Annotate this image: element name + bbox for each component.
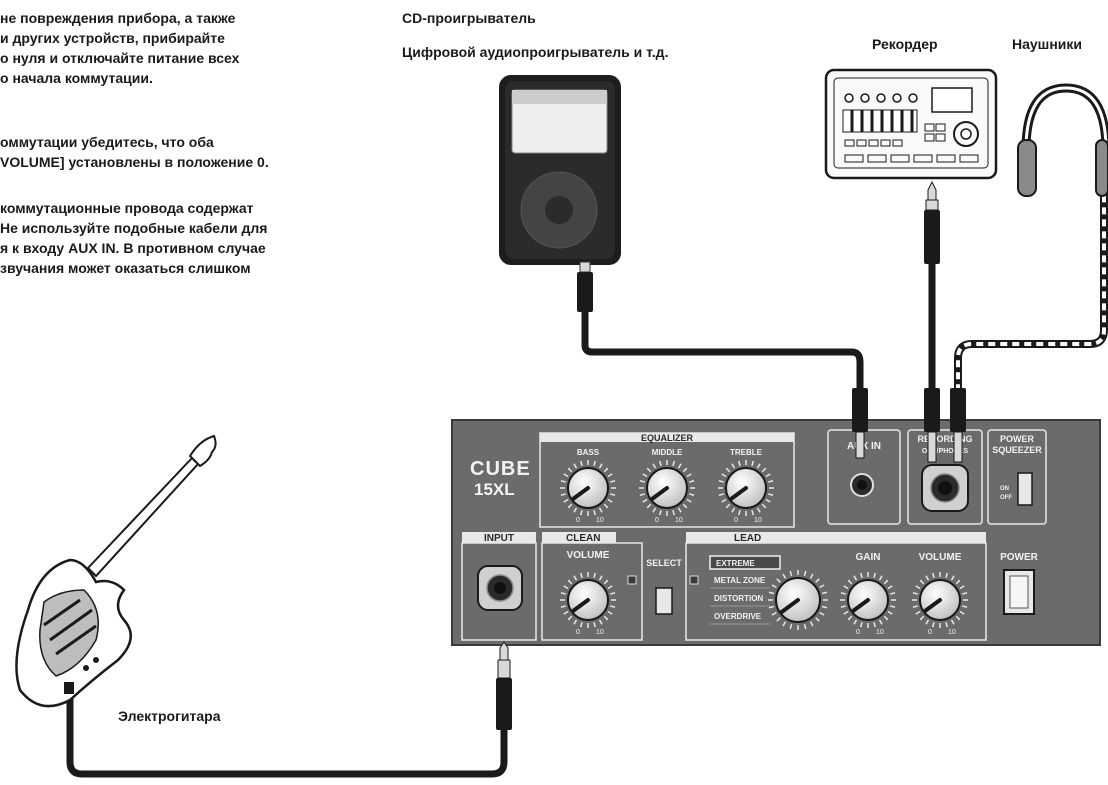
headphones-icon — [1017, 83, 1108, 197]
power-squeezer-sublabel: SQUEEZER — [992, 445, 1042, 455]
scale-max-label: 10 — [596, 517, 604, 524]
lead-heading: LEAD — [734, 533, 761, 544]
guitar-cable — [66, 690, 508, 778]
lead-volume-knob[interactable] — [912, 572, 968, 628]
bass-knob[interactable] — [560, 460, 616, 516]
bass-label: BASS — [577, 448, 600, 457]
mode-selector-knob[interactable] — [768, 570, 828, 630]
guitar-label: Электрогитара — [118, 708, 221, 724]
note-line: и других устройств, прибирайте — [0, 30, 225, 46]
scale-min-label: 0 — [655, 517, 659, 524]
mode-metal-zone: METAL ZONE — [714, 576, 766, 585]
equalizer-heading: EQUALIZER — [641, 433, 694, 443]
clean-led — [627, 575, 637, 585]
headphones-label: Наушники — [1012, 36, 1083, 52]
digital-player-label: Цифровой аудиопроигрыватель и т.д. — [402, 44, 669, 60]
mode-overdrive: OVERDRIVE — [714, 612, 762, 621]
scale-min-label: 0 — [928, 629, 932, 636]
aux-plug-top — [577, 261, 593, 312]
note-line: не повреждения прибора, а также — [0, 10, 236, 26]
aux-cable — [581, 306, 864, 396]
clean-volume-knob[interactable] — [560, 572, 616, 628]
squeezer-off-label: OFF — [1000, 495, 1012, 501]
amplifier-panel: CUBE 15XL EQUALIZER BASS MIDDLE TREBLE A… — [451, 419, 1101, 646]
scale-min-label: 0 — [576, 629, 580, 636]
recorder-icon — [824, 68, 998, 180]
note-line: оммутации убедитесь, что оба — [0, 134, 214, 150]
amp-logo-line1: CUBE — [470, 458, 531, 480]
note-line: VOLUME] установлены в положение 0. — [0, 154, 269, 170]
middle-knob[interactable] — [639, 460, 695, 516]
portable-player-icon — [499, 75, 621, 265]
recording-plug-bottom — [924, 388, 940, 463]
mode-extreme: EXTREME — [716, 559, 755, 568]
input-heading: INPUT — [484, 533, 514, 544]
headphone-plug-bottom — [950, 388, 966, 463]
squeezer-on-label: ON — [1000, 486, 1009, 492]
select-label: SELECT — [646, 558, 682, 568]
scale-max-label: 10 — [675, 517, 683, 524]
electric-guitar-icon — [15, 434, 217, 708]
knob-layer: 0 10 0 10 0 10 0 10 0 10 0 10 — [560, 460, 968, 636]
recording-out-sublabel: OUT/PHONES — [922, 448, 969, 455]
cd-player-label: CD-проигрыватель — [402, 10, 536, 26]
treble-knob[interactable] — [718, 460, 774, 516]
scale-min-label: 0 — [576, 517, 580, 524]
scale-max-label: 10 — [754, 517, 762, 524]
power-label: POWER — [1000, 552, 1039, 563]
gain-label: GAIN — [856, 552, 881, 563]
scale-max-label: 10 — [948, 629, 956, 636]
lead-volume-label: VOLUME — [919, 552, 962, 563]
safety-note-1: не повреждения прибора, а также и других… — [0, 8, 239, 88]
clean-volume-label: VOLUME — [567, 550, 610, 561]
channel-select-button[interactable] — [655, 587, 673, 615]
lead-led — [689, 575, 699, 585]
recorder-plug-top — [924, 180, 940, 264]
scale-max-label: 10 — [876, 629, 884, 636]
recorder-label: Рекордер — [872, 36, 938, 52]
note-line: Не используйте подобные кабели для — [0, 220, 268, 236]
note-line: я к входу AUX IN. В противном случае — [0, 240, 266, 256]
safety-note-2: оммутации убедитесь, что оба VOLUME] уст… — [0, 132, 269, 172]
recording-out-label: RECORDING — [917, 434, 972, 444]
amp-logo-line2: 15XL — [474, 480, 515, 499]
power-squeezer-label: POWER — [1000, 434, 1035, 444]
safety-note-3: коммутационные провода содержат Не испол… — [0, 198, 267, 278]
note-line: коммутационные провода содержат — [0, 200, 254, 216]
middle-label: MIDDLE — [652, 448, 683, 457]
gain-knob[interactable] — [840, 572, 896, 628]
treble-label: TREBLE — [730, 448, 763, 457]
note-line: звучания может оказаться слишком — [0, 260, 251, 276]
scale-max-label: 10 — [596, 629, 604, 636]
note-line: о начала коммутации. — [0, 70, 153, 86]
clean-heading: CLEAN — [566, 533, 600, 544]
scale-min-label: 0 — [856, 629, 860, 636]
mode-distortion: DISTORTION — [714, 594, 763, 603]
scale-min-label: 0 — [734, 517, 738, 524]
note-line: о нуля и отключайте питание всех — [0, 50, 240, 66]
input-plug — [496, 641, 512, 730]
aux-plug-bottom — [852, 388, 868, 459]
power-squeezer-switch[interactable] — [1017, 472, 1033, 506]
